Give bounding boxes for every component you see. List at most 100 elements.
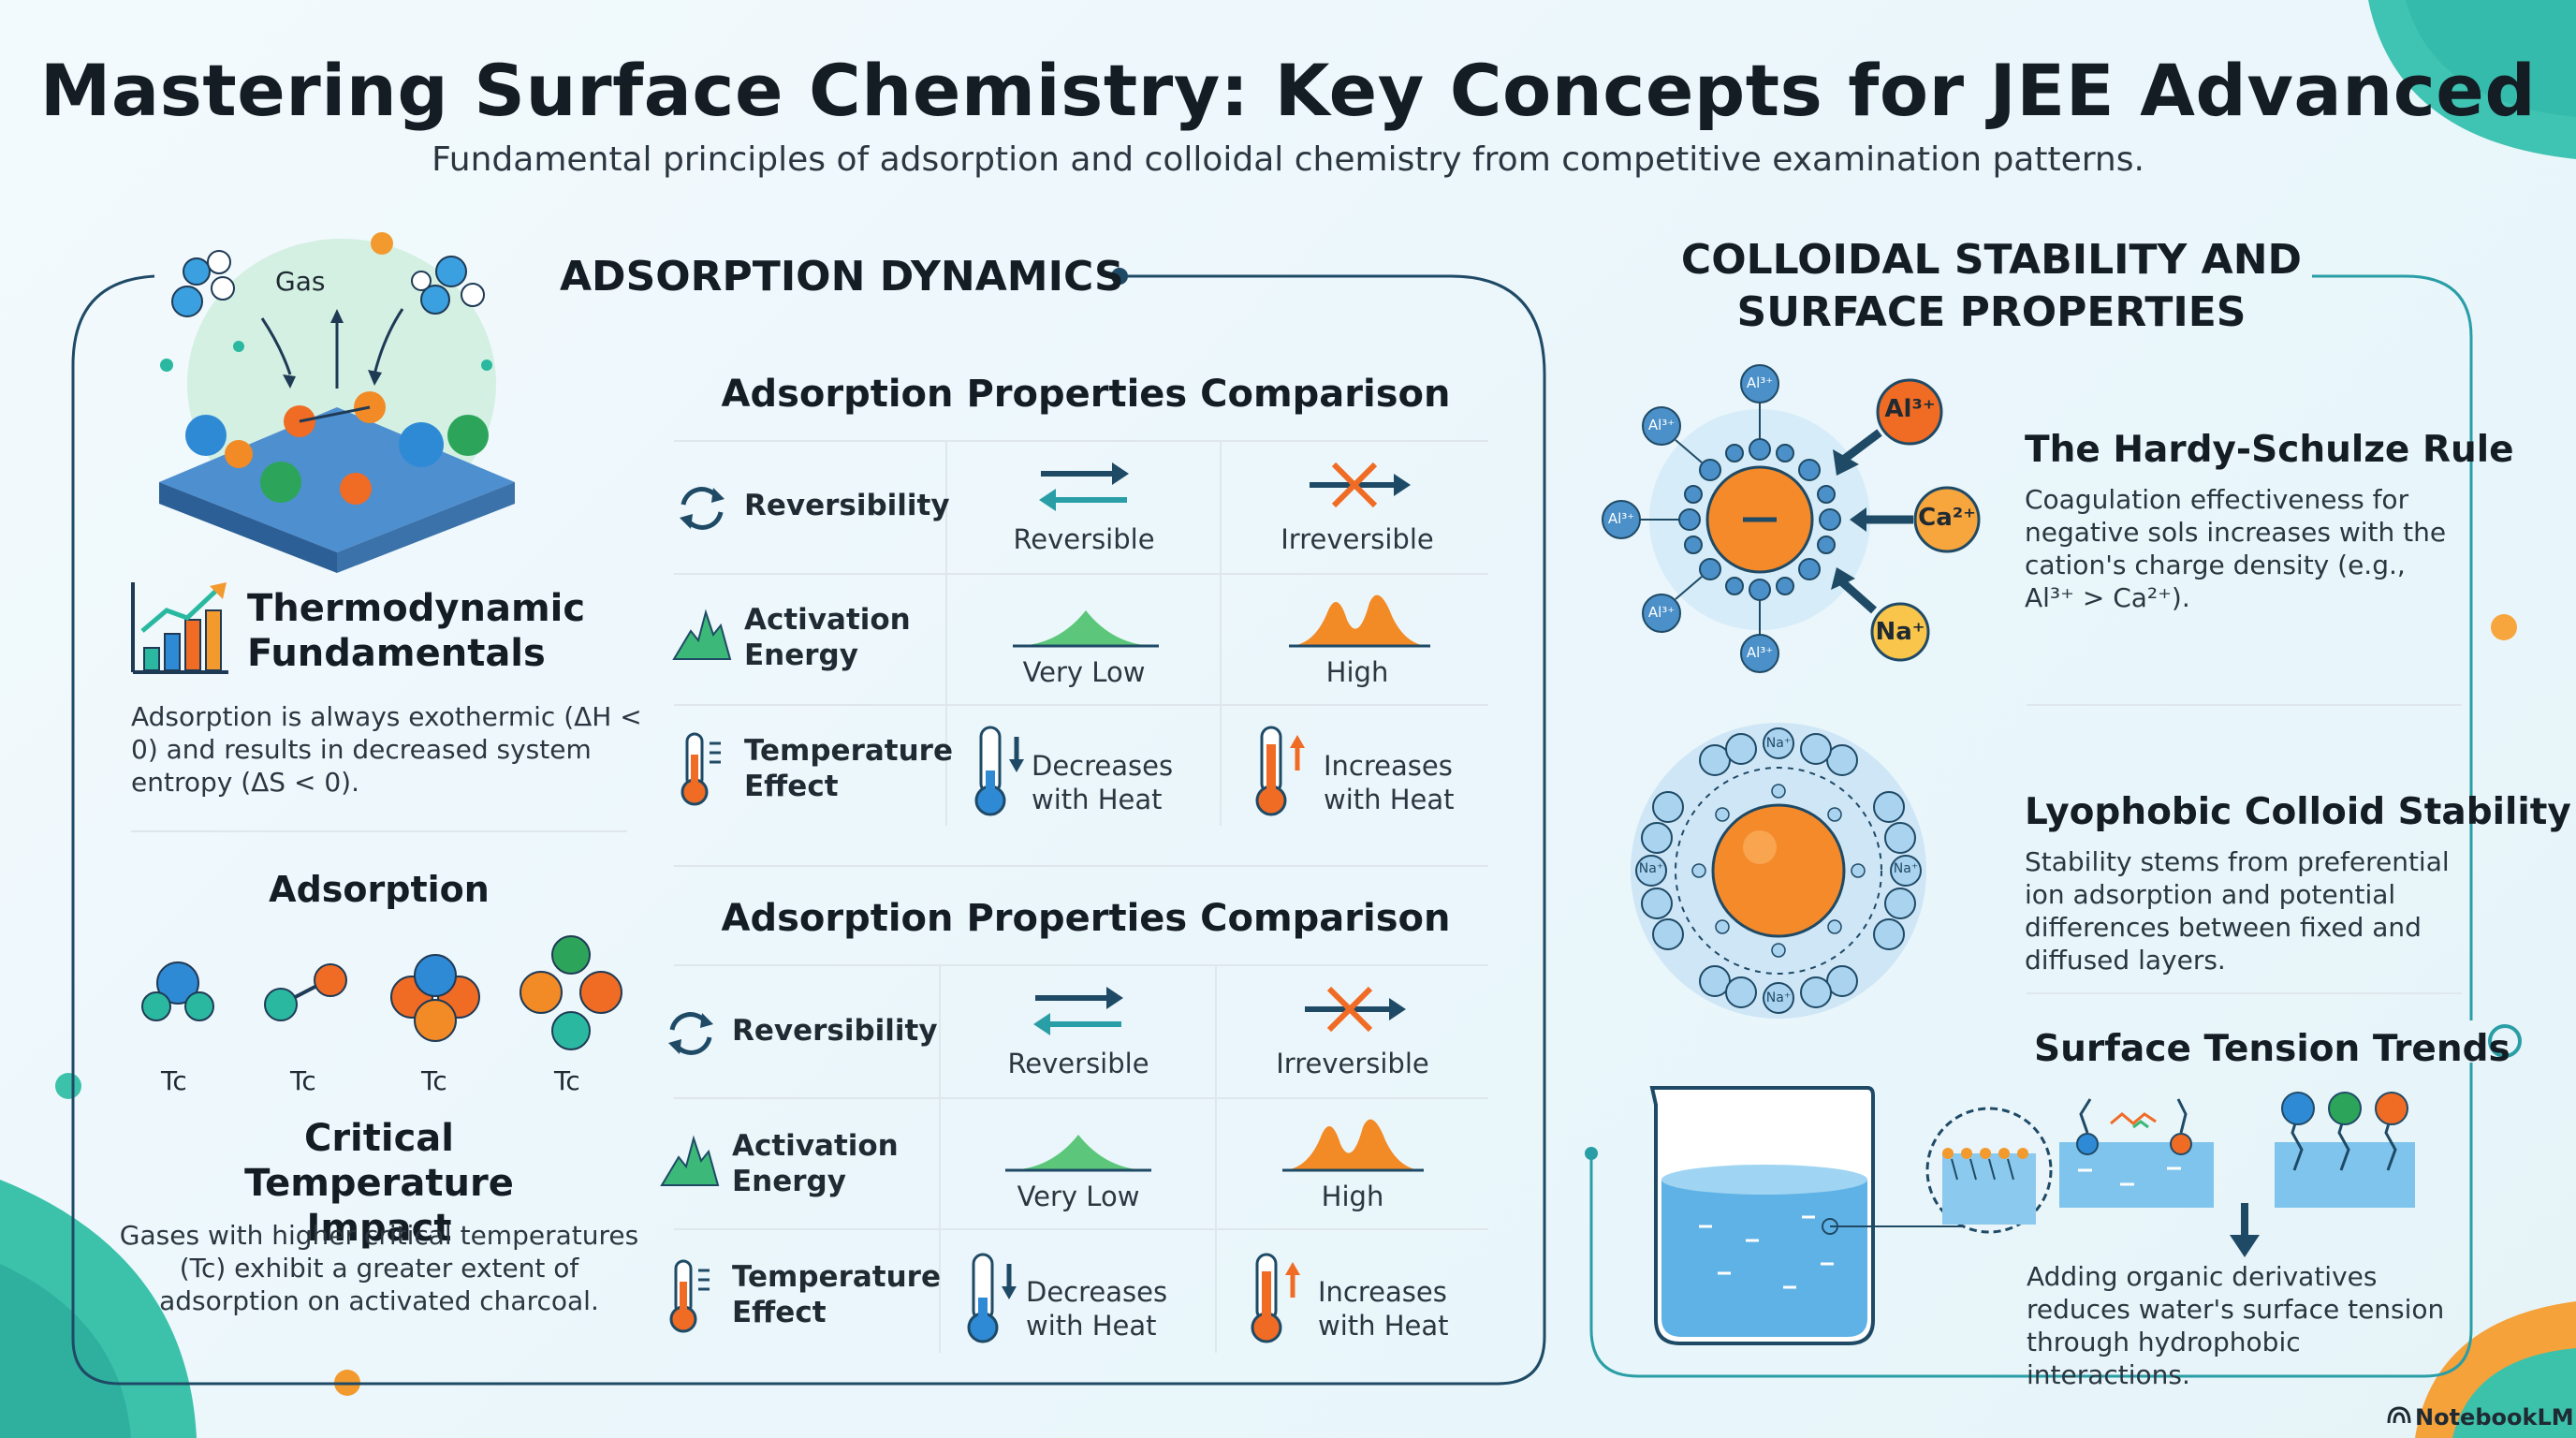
surface-tension-text: Adding organic derivatives reduces water…	[2027, 1261, 2445, 1390]
table-2-increases-text: Increases with Heat	[1318, 1276, 1449, 1342]
hardy-schulze-title: The Hardy-Schulze Rule	[2025, 429, 2514, 471]
decor-dot-orange-right	[2491, 614, 2517, 640]
hardy-schulze-text: Coagulation effectiveness for negative s…	[2025, 484, 2447, 613]
tc-label-4: Tc	[554, 1065, 580, 1096]
table-1-divider-row2	[674, 704, 1488, 706]
tc-label-2: Tc	[290, 1065, 316, 1096]
ion-al-top: Al³⁺	[1746, 374, 1774, 391]
adsorption-panel-border	[71, 268, 1546, 1386]
thermometer-hot-up-icon-2	[1251, 1253, 1300, 1343]
colloidal-stability-title: COLLOIDAL STABILITY AND SURFACE PROPERTI…	[1680, 236, 2303, 336]
lyophobic-title: Lyophobic Colloid Stability	[2025, 791, 2571, 833]
lyophobic-text: Stability stems from preferential ion ad…	[2025, 846, 2450, 976]
molecule-linear-icon	[264, 963, 347, 1021]
table-1-high-text: High	[1325, 656, 1389, 688]
na-ion-label-right: Na⁺	[1893, 861, 1919, 876]
table-1-row-activation-label: Activation Energy	[744, 603, 911, 672]
table-1-divider-top	[674, 440, 1488, 442]
irreversible-arrow-icon-2	[1305, 986, 1406, 1033]
table-1-row-temperature-label: Temperature Effect	[744, 734, 953, 803]
beaker-water-illustration	[1649, 1086, 2053, 1345]
chart-growth-icon	[131, 582, 228, 674]
table-2-divider-top	[674, 964, 1488, 966]
table-2-high-text: High	[1321, 1181, 1384, 1212]
thermometer-icon	[681, 732, 721, 806]
surface-tension-title: Surface Tension Trends	[2034, 1028, 2510, 1070]
table-2-divider-row2	[674, 1228, 1488, 1230]
na-ion-label-top: Na⁺	[1765, 736, 1792, 751]
activation-energy-icon-2	[660, 1135, 720, 1186]
corner-decoration-bottom-left	[0, 1180, 197, 1438]
table-1-reversible-text: Reversible	[1013, 523, 1155, 555]
molecule-diatomic-icon	[141, 961, 214, 1021]
table-2-very-low-text: Very Low	[1017, 1181, 1140, 1212]
thermometer-cold-down-icon	[974, 726, 1024, 816]
surfactant-surface-illustration	[2059, 1098, 2214, 1208]
thermometer-cold-down-icon-2	[967, 1253, 1017, 1343]
brand-label: NotebookLM	[2415, 1404, 2574, 1431]
tc-label-1: Tc	[161, 1065, 187, 1096]
table-2-row-activation-label: Activation Energy	[732, 1129, 899, 1198]
table-1-very-low-text: Very Low	[1022, 656, 1146, 688]
molecule-cross-icon	[520, 935, 622, 1050]
ion-al-left: Al³⁺	[1607, 510, 1635, 527]
table-1-increases-text: Increases with Heat	[1324, 750, 1455, 815]
na-ion-label-left: Na⁺	[1638, 861, 1664, 876]
ion-al-bottom: Al³⁺	[1746, 644, 1774, 661]
na-ion-label-bottom: Na⁺	[1765, 990, 1792, 1005]
low-energy-curve-icon-2	[1005, 1135, 1151, 1172]
left-divider	[131, 830, 627, 832]
right-divider-1	[2027, 704, 2462, 706]
ion-ca: Ca²⁺	[1918, 504, 1976, 532]
reversible-arrows-icon-2	[1033, 987, 1123, 1035]
table-1-col-divider-2	[1220, 440, 1222, 826]
table-2-row-temperature-label: Temperature Effect	[732, 1260, 941, 1329]
high-energy-curve-icon-2	[1282, 1119, 1424, 1172]
molecule-tetrahedral-icon	[390, 954, 480, 1042]
reversible-arrows-icon	[1039, 462, 1129, 511]
thermometer-icon-2	[669, 1259, 710, 1333]
comparison-table-2-title: Adsorption Properties Comparison	[721, 897, 1451, 940]
gas-adsorption-surface-illustration	[159, 232, 515, 573]
down-arrow-icon	[2230, 1203, 2260, 1257]
table-2-row-reversibility-label: Reversibility	[732, 1014, 938, 1048]
corner-decoration-top-right	[2368, 0, 2576, 159]
irreversible-arrow-icon	[1310, 462, 1411, 508]
thermodynamic-title: Thermodynamic Fundamentals	[247, 587, 586, 675]
hardy-schulze-illustration	[1602, 364, 1981, 673]
critical-temperature-text: Gases with higher critical temperatures …	[119, 1220, 639, 1316]
activation-energy-icon	[672, 609, 732, 660]
ion-na: Na⁺	[1875, 618, 1925, 646]
middle-divider	[674, 865, 1488, 867]
critical-temperature-title: Critical Temperature Impact	[244, 1117, 514, 1250]
reversibility-cycle-icon	[680, 487, 724, 530]
lyophobic-colloid-illustration	[1631, 723, 1926, 1019]
gas-label: Gas	[275, 266, 326, 297]
thermodynamic-text: Adsorption is always exothermic (ΔH < 0)…	[131, 701, 642, 798]
table-2-col-divider-1	[939, 964, 941, 1353]
table-2-divider-row1	[674, 1097, 1488, 1099]
table-2-irreversible-text: Irreversible	[1276, 1048, 1429, 1079]
surfactant-micelle-illustration	[2275, 1092, 2415, 1208]
thermometer-hot-up-icon	[1255, 726, 1305, 816]
ion-al-large: Al³⁺	[1884, 395, 1936, 423]
tc-label-3: Tc	[421, 1065, 447, 1096]
page-subtitle: Fundamental principles of adsorption and…	[432, 140, 2144, 179]
notebooklm-logo-icon	[2387, 1406, 2411, 1424]
table-2-col-divider-2	[1215, 964, 1217, 1353]
comparison-table-1-title: Adsorption Properties Comparison	[721, 373, 1451, 416]
table-1-col-divider-1	[945, 440, 947, 826]
ion-al-upper-left: Al³⁺	[1647, 417, 1676, 433]
page-title: Mastering Surface Chemistry: Key Concept…	[39, 49, 2537, 132]
reversibility-cycle-icon-2	[668, 1012, 713, 1055]
adsorption-subtitle: Adsorption	[269, 869, 490, 910]
ion-al-lower-left: Al³⁺	[1647, 604, 1676, 621]
table-2-decreases-text: Decreases with Heat	[1026, 1276, 1168, 1342]
low-energy-curve-icon	[1013, 610, 1159, 648]
table-1-decreases-text: Decreases with Heat	[1032, 750, 1174, 815]
table-1-irreversible-text: Irreversible	[1281, 523, 1434, 555]
corner-decoration-bottom-right	[2415, 1301, 2576, 1438]
table-1-row-reversibility-label: Reversibility	[744, 489, 950, 522]
high-energy-curve-icon	[1289, 594, 1430, 648]
